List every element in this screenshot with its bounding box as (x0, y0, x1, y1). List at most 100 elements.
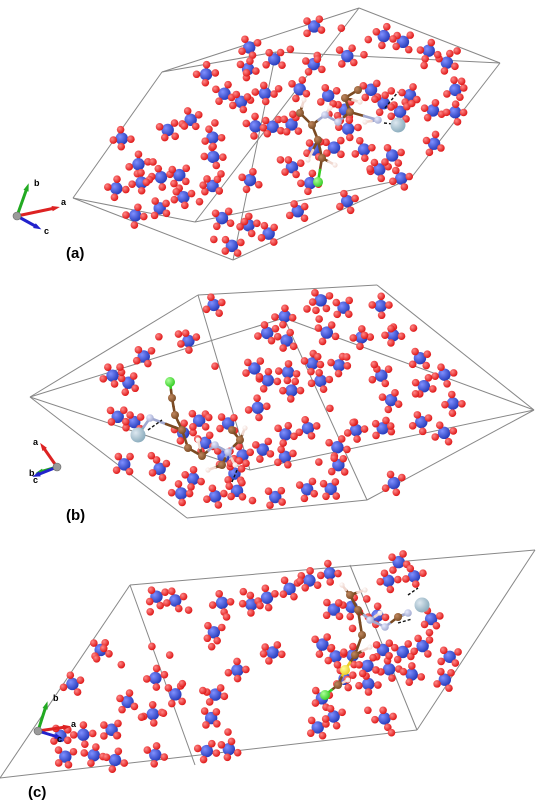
o-atom (118, 705, 126, 714)
si-atom (149, 748, 162, 762)
si-atom (174, 487, 188, 500)
o-atom (155, 122, 164, 131)
ca-atom (314, 136, 322, 144)
si-atom (314, 374, 327, 387)
o-atom (142, 675, 151, 683)
o-atom (108, 765, 117, 773)
si-atom (54, 729, 67, 743)
o-atom (148, 642, 156, 651)
o-atom (382, 416, 390, 425)
si-atom (378, 712, 391, 725)
o-atom (253, 219, 261, 228)
o-atom (212, 222, 221, 231)
o-atom (298, 76, 307, 84)
o-atom (103, 183, 112, 191)
si-atom (285, 160, 299, 174)
si-atom (357, 143, 371, 156)
o-atom (107, 418, 116, 426)
o-atom (431, 433, 440, 441)
si-atom (243, 173, 257, 187)
o-atom (290, 592, 298, 601)
o-atom (351, 150, 360, 158)
si-atom (150, 590, 163, 603)
o-atom (202, 305, 211, 314)
o-atom (406, 564, 415, 573)
o-atom (125, 689, 134, 697)
o-atom (213, 719, 221, 728)
o-atom (202, 60, 211, 69)
o-atom (436, 612, 444, 620)
o-atom (134, 346, 143, 354)
o-atom (73, 688, 82, 696)
o-atom (392, 42, 400, 51)
o-atom (386, 422, 395, 430)
o-atom (315, 369, 323, 377)
o-atom (264, 487, 273, 496)
o-atom (187, 189, 196, 198)
si-atom (382, 663, 396, 676)
o-atom (388, 674, 396, 682)
o-atom (199, 686, 207, 695)
ca-atom (228, 426, 236, 434)
o-atom (316, 98, 325, 106)
hydrogen-bond (147, 419, 163, 431)
o-atom (90, 639, 98, 647)
crystal-structure-b: abc (29, 284, 535, 519)
ca-atom (178, 426, 186, 434)
si-atom (146, 707, 160, 721)
si-atom (278, 450, 292, 464)
o-atom (181, 470, 189, 479)
crystal-structure-a: abc (12, 7, 501, 261)
o-atom (114, 719, 122, 728)
o-atom (424, 373, 433, 382)
o-atom (279, 439, 287, 447)
n-atom (374, 116, 382, 124)
o-atom (374, 681, 382, 689)
h-atom (232, 462, 238, 468)
o-atom (389, 177, 397, 186)
o-atom (447, 669, 455, 677)
o-atom (212, 749, 221, 757)
o-atom (409, 324, 418, 332)
si-atom (341, 49, 354, 63)
o-atom (273, 332, 282, 341)
o-atom (291, 377, 300, 386)
o-atom (393, 655, 402, 664)
o-atom (122, 211, 130, 219)
o-atom (373, 602, 382, 611)
o-atom (319, 479, 328, 488)
o-atom (333, 310, 341, 319)
o-atom (154, 164, 163, 173)
o-atom (315, 15, 324, 23)
o-atom (405, 172, 414, 181)
o-atom (261, 97, 270, 106)
o-atom (100, 732, 108, 740)
o-atom (276, 156, 285, 164)
o-atom (181, 329, 190, 337)
o-atom (116, 363, 124, 371)
o-atom (280, 115, 288, 124)
o-atom (324, 559, 332, 568)
o-atom (147, 451, 156, 460)
o-atom (398, 88, 406, 97)
o-atom (149, 719, 158, 727)
o-atom (221, 235, 230, 244)
o-atom (405, 678, 414, 686)
m-atom (390, 117, 406, 133)
o-atom (443, 380, 451, 388)
hydrogen-bond (231, 469, 238, 483)
o-atom (371, 715, 379, 724)
si-atom (377, 29, 390, 43)
o-atom (304, 67, 313, 76)
o-atom (239, 587, 248, 596)
si-atom (161, 123, 174, 137)
o-atom (220, 692, 229, 701)
o-atom (219, 153, 227, 162)
o-atom (178, 498, 186, 507)
ca-atom (168, 394, 176, 402)
o-atom (408, 662, 416, 670)
o-atom (205, 698, 214, 706)
o-atom (237, 465, 246, 473)
o-atom (183, 107, 192, 115)
